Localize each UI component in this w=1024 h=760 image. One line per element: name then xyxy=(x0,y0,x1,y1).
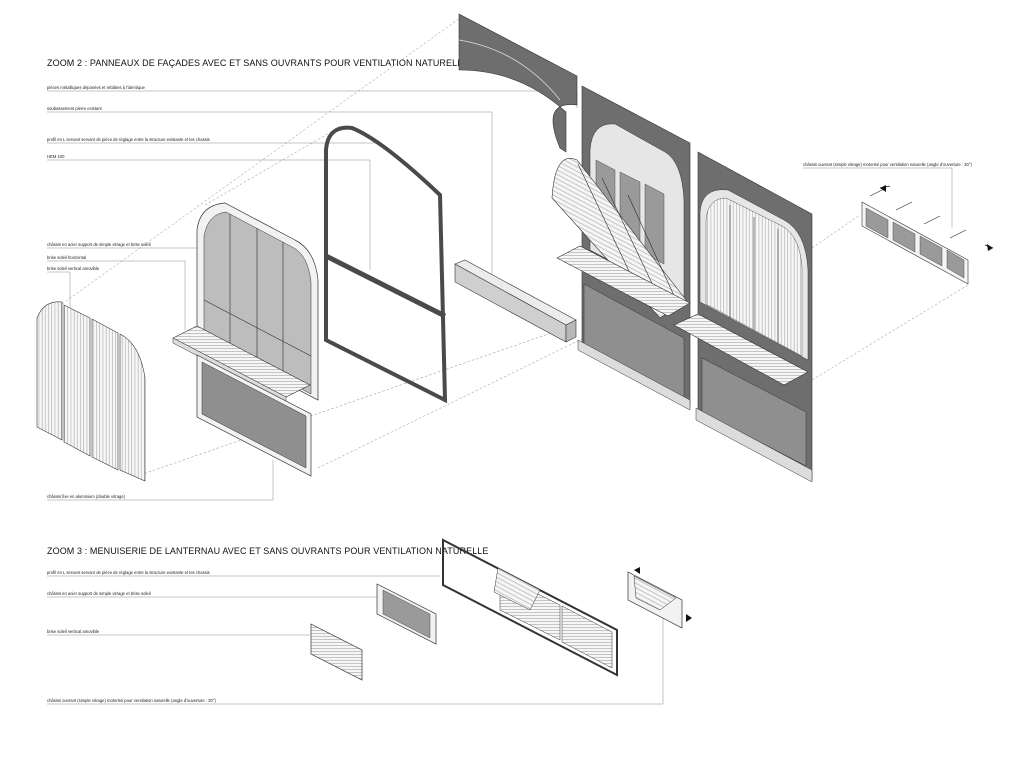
zoom2-alignment-lines xyxy=(61,17,969,476)
label-opening-chassis-z3: châssis ouvrant (simple vitrage) motoris… xyxy=(47,698,216,703)
zoom3-steel-chassis xyxy=(376,583,437,645)
label-fixed-alu-chassis: châssis fixe en aluminium (double vitrag… xyxy=(47,494,126,499)
opening-chassis-row-zoom2 xyxy=(861,185,994,285)
label-opening-chassis-right: châssis ouvrant (simple vitrage) motoris… xyxy=(803,162,972,167)
assembled-panel-closed xyxy=(673,151,813,483)
zoom3-opening-chassis xyxy=(627,567,692,629)
label-horizontal-brise-soleil: brise soleil horizontal xyxy=(47,255,86,260)
zoom2-title: ZOOM 2 : PANNEAUX DE FAÇADES AVEC ET SAN… xyxy=(47,58,468,68)
label-steel-chassis-z3: châssis en acier support de simple vitra… xyxy=(47,591,151,596)
assembled-panel-open xyxy=(551,85,691,411)
zoom2-callouts: pièces métalliques déposées et rebâties … xyxy=(47,85,972,501)
label-l-profile: profil en L servant servant de pièce de … xyxy=(47,137,210,142)
metal-arch-pieces xyxy=(458,13,578,153)
label-hem100: HEM 100 xyxy=(47,154,65,159)
label-vertical-brise-soleil-z3: brise soleil vertical amovible xyxy=(47,629,100,634)
zoom3-lanternau-frame xyxy=(442,538,618,677)
label-l-profile-z3: profil en L servant servant de pièce de … xyxy=(47,570,210,575)
label-vertical-brise-soleil: brise soleil vertical amovible xyxy=(47,266,100,271)
vertical-brise-soleil-panel xyxy=(36,301,146,482)
steel-chassis-panel xyxy=(172,202,319,477)
hem100-steel-frame xyxy=(324,125,448,404)
stone-base-beam xyxy=(454,259,577,343)
label-steel-chassis: châssis en acier support de simple vitra… xyxy=(47,242,151,247)
label-metal-pieces: pièces métalliques déposées et rebâties … xyxy=(47,85,146,90)
label-stone-base: soubassement pierre existant xyxy=(47,106,103,111)
zoom3-louver-panel xyxy=(310,623,363,681)
zoom3-title: ZOOM 3 : MENUISERIE DE LANTERNAU AVEC ET… xyxy=(47,546,489,556)
zoom3-callouts: profil en L servant servant de pièce de … xyxy=(47,570,664,705)
